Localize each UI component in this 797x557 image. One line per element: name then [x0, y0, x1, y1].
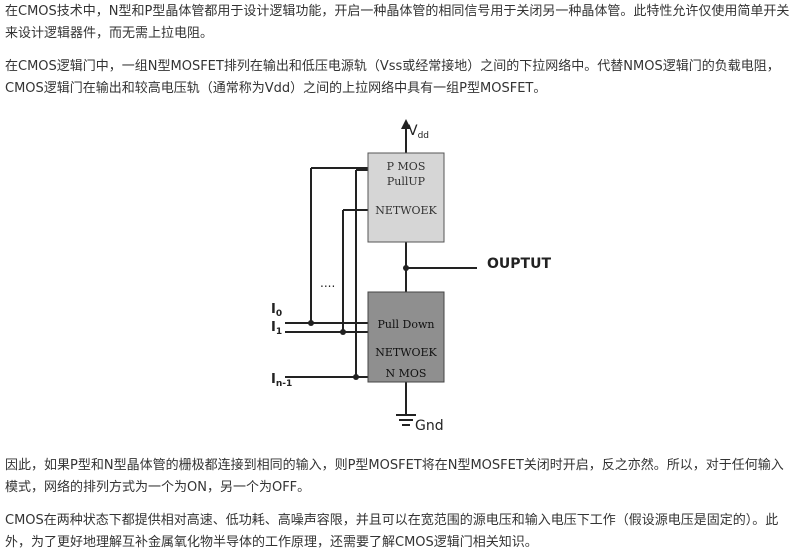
- paragraph-cmos-advantages: CMOS在两种状态下都提供相对高速、低功耗、高噪声容限，并且可以在宽范围的源电压…: [5, 513, 779, 550]
- i1-junction: [340, 329, 346, 335]
- in-1-junction: [353, 374, 359, 380]
- input-i1-label: I1: [271, 320, 282, 337]
- vdd-arrow-icon: [401, 119, 411, 129]
- gnd-label: Gnd: [415, 418, 444, 434]
- paragraph-gate-behavior: 因此，如果P型和N型晶体管的栅极都连接到相同的输入，则P型MOSFET将在N型M…: [5, 458, 784, 495]
- pmos-pullup-box: [367, 152, 445, 243]
- cmos-network-diagram: Vdd P MOS PullUP NETWOEK OUPTUT .... Pul…: [271, 119, 551, 434]
- nmos-pulldown-box: [367, 291, 445, 383]
- pmos-label-3: NETWOEK: [375, 204, 437, 217]
- input-i0-label: I0: [271, 302, 282, 319]
- output-junction: [403, 265, 409, 271]
- nmos-label-2: NETWOEK: [375, 346, 437, 359]
- ellipsis-dots: ....: [320, 276, 335, 290]
- input-in-1-label: In-1: [271, 372, 292, 389]
- vdd-label: Vdd: [408, 123, 429, 141]
- paragraph-intro: 在CMOS技术中，N型和P型晶体管都用于设计逻辑功能，开启一种晶体管的相同信号用…: [5, 4, 790, 41]
- paragraph-cmos-logic-gate: 在CMOS逻辑门中，一组N型MOSFET排列在输出和低压电源轨（Vss或经常接地…: [5, 59, 780, 96]
- output-label: OUPTUT: [487, 256, 551, 272]
- pmos-label-2: PullUP: [387, 175, 426, 188]
- pmos-label-1: P MOS: [387, 160, 426, 173]
- nmos-label-1: Pull Down: [378, 318, 435, 331]
- nmos-label-3: N MOS: [386, 367, 427, 380]
- i0-junction: [308, 320, 314, 326]
